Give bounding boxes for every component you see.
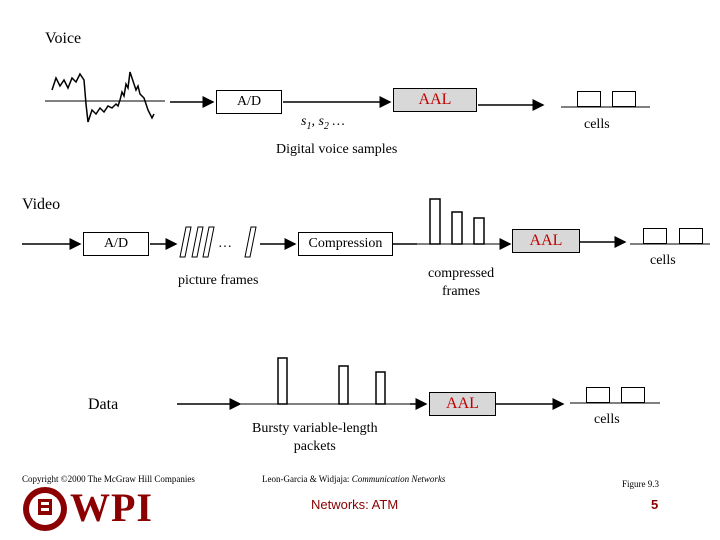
bursty-packets-label: Bursty variable-length packets: [252, 421, 378, 454]
voice-cell-2: [612, 91, 636, 107]
video-aal-label: AAL: [529, 232, 563, 249]
page-number: 5: [651, 497, 659, 512]
wpi-logo: WPI: [22, 484, 152, 534]
voice-ad-box: A/D: [216, 90, 282, 114]
copyright-text: Copyright ©2000 The McGraw Hill Companie…: [22, 474, 195, 484]
voice-cell-1: [577, 91, 601, 107]
video-cell-2: [679, 228, 703, 244]
voice-aal-label: AAL: [418, 91, 452, 108]
picture-frames: [179, 226, 257, 258]
voice-waveform: [45, 71, 165, 123]
video-aal-box: AAL: [512, 229, 580, 253]
compressed-frame-bars: [417, 198, 500, 245]
citation-text: Leon-Garcia & Widjaja: Communication Net…: [262, 474, 446, 484]
compression-label: Compression: [308, 236, 383, 251]
data-cells-label: cells: [594, 412, 620, 427]
data-cell-1: [586, 387, 610, 403]
picture-frames-label: picture frames: [178, 273, 259, 288]
wpi-logo-text: WPI: [70, 485, 153, 530]
voice-ad-label: A/D: [236, 94, 262, 109]
compression-box: Compression: [298, 232, 393, 256]
video-cells-label: cells: [650, 253, 676, 268]
data-aal-label: AAL: [446, 395, 479, 412]
voice-section-title: Voice: [45, 30, 82, 47]
voice-samples-label: s1, s2 …: [301, 114, 345, 132]
compressed-frames-label: compressed frames: [428, 266, 495, 299]
video-ad-label: A/D: [103, 236, 129, 251]
voice-digital-label: Digital voice samples: [276, 142, 398, 157]
data-packet-bars: [240, 357, 410, 405]
video-cell-1: [643, 228, 667, 244]
video-section-title: Video: [22, 196, 61, 213]
video-frames-dots: …: [218, 236, 232, 251]
data-cell-2: [621, 387, 645, 403]
figure-label: Figure 9.3: [622, 479, 659, 489]
video-ad-box: A/D: [83, 232, 149, 256]
course-title: Networks: ATM: [311, 497, 399, 512]
data-section-title: Data: [88, 396, 119, 413]
voice-cells-label: cells: [584, 117, 610, 132]
voice-aal-box: AAL: [393, 88, 477, 112]
wpi-seal-icon: [23, 487, 67, 531]
data-aal-box: AAL: [429, 392, 496, 416]
